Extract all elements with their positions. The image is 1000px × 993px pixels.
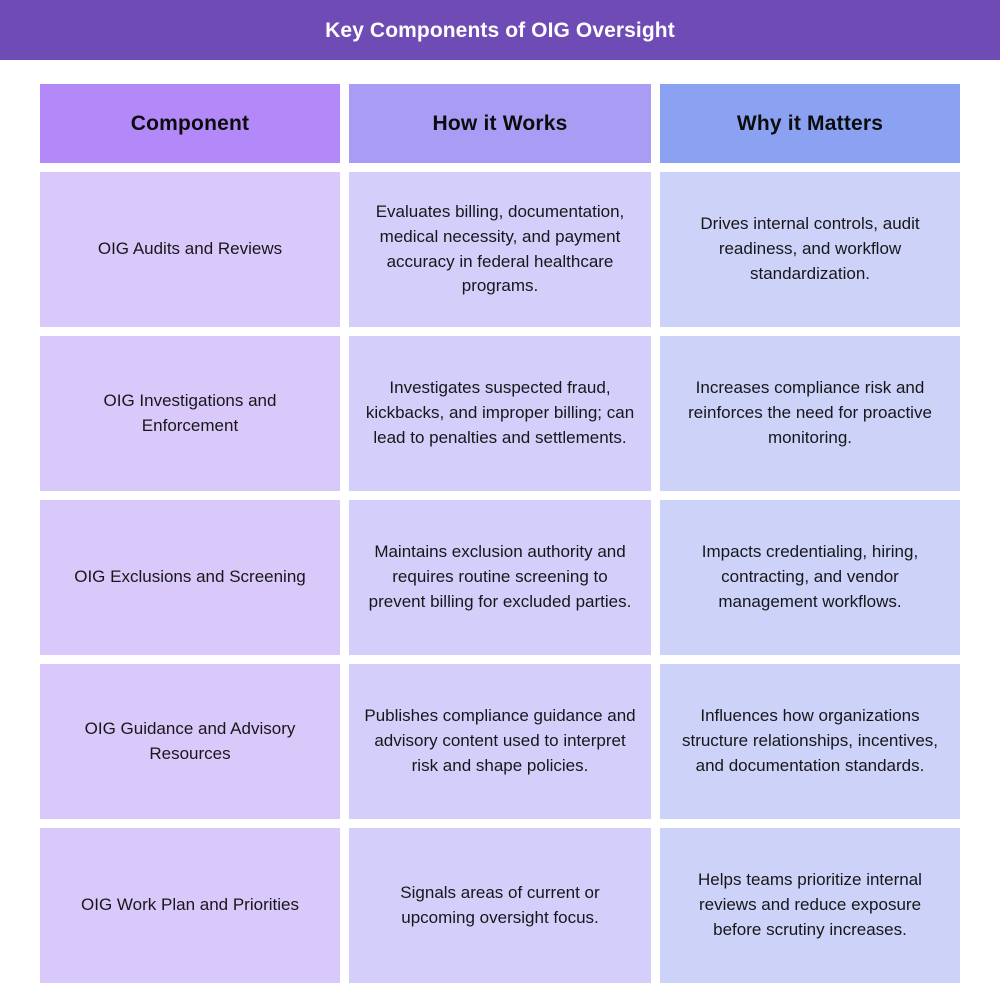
cell-text: Evaluates billing, documentation, medica… (375, 201, 625, 296)
cell-text: OIG Work Plan and Priorities (81, 895, 299, 914)
cell-text: Investigates suspected fraud, kickbacks,… (365, 378, 635, 447)
cell-component: OIG Exclusions and Screening (40, 500, 340, 655)
cell-text: Impacts credentialing, hiring, contracti… (701, 542, 919, 611)
cell-why-it-matters: Impacts credentialing, hiring, contracti… (660, 500, 960, 655)
column-header-why-it-matters: Why it Matters (660, 84, 960, 163)
table-header-row: Component How it Works Why it Matters (40, 84, 960, 163)
table-row: OIG Exclusions and Screening Maintains e… (40, 500, 960, 655)
cell-how-it-works: Maintains exclusion authority and requir… (349, 500, 651, 655)
column-header-how-it-works: How it Works (349, 84, 651, 163)
table-row: OIG Work Plan and Priorities Signals are… (40, 828, 960, 983)
table-row: OIG Audits and Reviews Evaluates billing… (40, 172, 960, 327)
cell-text: OIG Investigations and Enforcement (103, 390, 277, 435)
oig-oversight-table: Component How it Works Why it Matters OI… (40, 84, 960, 983)
cell-text: OIG Exclusions and Screening (74, 567, 306, 586)
cell-text: OIG Guidance and Advisory Resources (84, 718, 296, 763)
cell-why-it-matters: Drives internal controls, audit readines… (660, 172, 960, 327)
page-title: Key Components of OIG Oversight (325, 18, 675, 42)
cell-text: Publishes compliance guidance and adviso… (364, 706, 636, 775)
column-header-component: Component (40, 84, 340, 163)
cell-how-it-works: Evaluates billing, documentation, medica… (349, 172, 651, 327)
cell-text: OIG Audits and Reviews (97, 239, 283, 258)
table-row: OIG Investigations and Enforcement Inves… (40, 336, 960, 491)
cell-how-it-works: Publishes compliance guidance and adviso… (349, 664, 651, 819)
cell-how-it-works: Investigates suspected fraud, kickbacks,… (349, 336, 651, 491)
column-header-label: Component (130, 111, 250, 135)
cell-text: Maintains exclusion authority and requir… (368, 542, 632, 611)
cell-text: Helps teams prioritize internal reviews … (698, 870, 922, 939)
cell-component: OIG Guidance and Advisory Resources (40, 664, 340, 819)
column-header-label: Why it Matters (736, 111, 884, 135)
cell-text: Signals areas of current or upcoming ove… (400, 882, 600, 927)
cell-why-it-matters: Increases compliance risk and reinforces… (660, 336, 960, 491)
cell-text: Increases compliance risk and reinforces… (688, 378, 932, 447)
cell-text: Influences how organizations structure r… (681, 706, 939, 775)
title-bar: Key Components of OIG Oversight (0, 0, 1000, 60)
cell-component: OIG Audits and Reviews (40, 172, 340, 327)
column-header-label: How it Works (432, 111, 568, 135)
table-row: OIG Guidance and Advisory Resources Publ… (40, 664, 960, 819)
cell-why-it-matters: Helps teams prioritize internal reviews … (660, 828, 960, 983)
cell-how-it-works: Signals areas of current or upcoming ove… (349, 828, 651, 983)
cell-component: OIG Work Plan and Priorities (40, 828, 340, 983)
cell-why-it-matters: Influences how organizations structure r… (660, 664, 960, 819)
cell-component: OIG Investigations and Enforcement (40, 336, 340, 491)
cell-text: Drives internal controls, audit readines… (700, 214, 920, 283)
